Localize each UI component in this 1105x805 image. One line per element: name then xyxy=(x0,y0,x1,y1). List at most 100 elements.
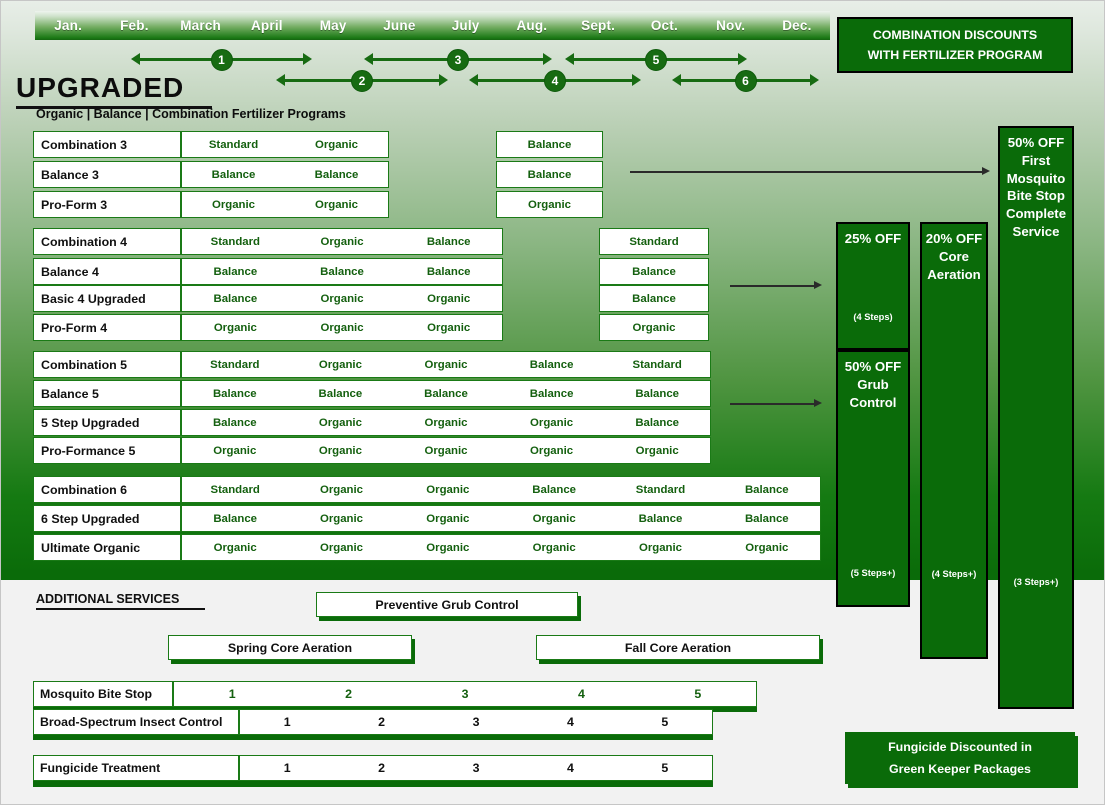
service-row-numbers: 1 2 3 4 5 xyxy=(173,681,757,707)
discount-column-mosquito-bite-stop[interactable]: 50% OFF First Mosquito Bite Stop Complet… xyxy=(998,126,1074,709)
program-cell: Organic xyxy=(532,541,576,554)
program-row-balance-3[interactable]: Balance 3 Balance Balance Balance xyxy=(33,161,603,188)
program-cells: Standard Organic Balance xyxy=(181,228,503,255)
program-cell: Balance xyxy=(314,168,359,181)
timeline-arrow-1: 1 xyxy=(131,49,312,71)
program-cell: Standard xyxy=(210,483,260,496)
connector-arrow-four-step xyxy=(730,281,822,290)
connector-line xyxy=(730,403,815,405)
program-row-basic-4-upgraded[interactable]: Basic 4 Upgraded Balance Organic Organic… xyxy=(33,285,713,312)
program-cells: Balance Balance xyxy=(181,161,389,188)
program-row-ultimate-organic[interactable]: Ultimate Organic Organic Organic Organic… xyxy=(33,534,823,561)
fungicide-note-line1: Fungicide Discounted in xyxy=(888,739,1032,754)
timeline-arrow-6: 6 xyxy=(672,70,819,92)
program-row-combination-5[interactable]: Combination 5 Standard Organic Organic B… xyxy=(33,351,713,378)
row-shadow xyxy=(33,734,713,740)
program-cells: Organic Organic Organic Organic Organic … xyxy=(181,534,821,561)
program-name: Pro-Form 3 xyxy=(33,191,181,218)
service-number: 3 xyxy=(461,687,469,701)
arrow-head-left-icon xyxy=(131,53,140,65)
discount-sub: Core Aeration xyxy=(927,248,981,282)
program-row-balance-4[interactable]: Balance 4 Balance Balance Balance Balanc… xyxy=(33,258,713,285)
program-row-5-step-upgraded[interactable]: 5 Step Upgraded Balance Organic Organic … xyxy=(33,409,713,436)
service-row-mosquito-bite-stop[interactable]: Mosquito Bite Stop 1 2 3 4 5 xyxy=(33,681,757,707)
connector-arrow-five-step xyxy=(730,399,822,408)
program-cell: Balance xyxy=(638,512,683,525)
program-cell: Organic xyxy=(530,416,574,429)
timeline-arrow-5: 5 xyxy=(565,49,747,71)
month-label-oct: Oct. xyxy=(650,18,678,33)
connector-line xyxy=(730,285,815,287)
arrow-head-right-icon xyxy=(439,74,448,86)
timeline-arrow-4: 4 xyxy=(469,70,641,92)
program-cells: Balance Organic Organic Organic Balance … xyxy=(181,505,821,532)
program-cell: Organic xyxy=(530,444,574,457)
program-cell: Organic xyxy=(424,416,468,429)
program-row-combination-3[interactable]: Combination 3 Standard Organic Balance xyxy=(33,131,603,158)
service-bar-spring-core-aeration[interactable]: Spring Core Aeration xyxy=(168,635,412,660)
program-cell: Balance xyxy=(213,265,258,278)
program-row-pro-form-3[interactable]: Pro-Form 3 Organic Organic Organic xyxy=(33,191,603,218)
program-name: Basic 4 Upgraded xyxy=(33,285,181,312)
program-cell: Balance xyxy=(424,387,468,400)
program-cell: Balance xyxy=(529,387,574,400)
program-cell: Organic xyxy=(320,235,364,248)
program-cell: Organic xyxy=(745,541,789,554)
program-detached-cell: Balance xyxy=(599,258,709,285)
program-cell: Organic xyxy=(318,358,362,371)
program-name: Balance 4 xyxy=(33,258,181,285)
program-row-pro-formance-5[interactable]: Pro-Formance 5 Organic Organic Organic O… xyxy=(33,437,713,464)
program-detached-cell: Balance xyxy=(496,131,603,158)
program-cell: Balance xyxy=(532,483,576,496)
program-cell: Organic xyxy=(424,444,468,457)
program-cell: Organic xyxy=(213,321,257,334)
program-detached-cell: Balance xyxy=(599,285,709,312)
fungicide-discount-note: Fungicide Discounted in Green Keeper Pac… xyxy=(845,732,1075,784)
discount-steps-note: (4 Steps) xyxy=(853,312,893,322)
program-row-combination-6[interactable]: Combination 6 Standard Organic Organic B… xyxy=(33,476,823,503)
service-number: 5 xyxy=(661,715,669,729)
month-label-dec: Dec. xyxy=(782,18,812,33)
program-cell: Balance xyxy=(212,387,257,400)
discount-sub: Grub Control xyxy=(849,376,897,410)
service-bar-fall-core-aeration[interactable]: Fall Core Aeration xyxy=(536,635,820,660)
program-cell: Organic xyxy=(320,292,364,305)
program-name: Ultimate Organic xyxy=(33,534,181,561)
program-cells: Organic Organic xyxy=(181,191,389,218)
program-cell: Organic xyxy=(427,321,471,334)
program-row-combination-4[interactable]: Combination 4 Standard Organic Balance S… xyxy=(33,228,713,255)
program-cell: Organic xyxy=(320,321,364,334)
service-number: 5 xyxy=(661,761,669,775)
service-number: 4 xyxy=(577,687,585,701)
program-cell: Balance xyxy=(213,292,258,305)
program-cells: Standard Organic Organic Balance Standar… xyxy=(181,351,711,378)
program-name: Balance 5 xyxy=(33,380,181,407)
month-label-april: April xyxy=(250,18,283,33)
program-cell: Organic xyxy=(314,138,359,151)
service-number: 2 xyxy=(345,687,353,701)
program-row-6-step-upgraded[interactable]: 6 Step Upgraded Balance Organic Organic … xyxy=(33,505,823,532)
service-row-broad-spectrum-insect-control[interactable]: Broad-Spectrum Insect Control 1 2 3 4 5 xyxy=(33,709,713,735)
program-cells: Balance Balance Balance Balance Balance xyxy=(181,380,711,407)
program-cells: Balance Balance Balance xyxy=(181,258,503,285)
program-row-pro-form-4[interactable]: Pro-Form 4 Organic Organic Organic Organ… xyxy=(33,314,713,341)
discount-headline: 20% OFF xyxy=(925,231,983,246)
page-title: UPGRADED xyxy=(16,72,213,109)
program-cell: Organic xyxy=(426,512,470,525)
arrow-head-left-icon xyxy=(565,53,574,65)
service-number: 3 xyxy=(472,715,480,729)
month-label-march: March xyxy=(180,18,221,33)
service-row-fungicide-treatment[interactable]: Fungicide Treatment 1 2 3 4 5 xyxy=(33,755,713,781)
service-bar-preventive-grub-control[interactable]: Preventive Grub Control xyxy=(316,592,578,617)
program-cell: Balance xyxy=(426,235,471,248)
discount-column-25-off[interactable]: 25% OFF (4 Steps) xyxy=(836,222,910,350)
combination-discounts-line1: COMBINATION DISCOUNTS xyxy=(872,27,1038,42)
discount-column-grub-control[interactable]: 50% OFF Grub Control (5 Steps+) xyxy=(836,350,910,607)
program-cell: Organic xyxy=(319,512,364,525)
arrow-badge: 1 xyxy=(210,49,233,71)
discount-column-core-aeration[interactable]: 20% OFF Core Aeration (4 Steps+) xyxy=(920,222,988,659)
program-cell: Organic xyxy=(318,416,362,429)
program-row-balance-5[interactable]: Balance 5 Balance Balance Balance Balanc… xyxy=(33,380,713,407)
program-cells: Organic Organic Organic xyxy=(181,314,503,341)
program-cell: Balance xyxy=(635,387,680,400)
